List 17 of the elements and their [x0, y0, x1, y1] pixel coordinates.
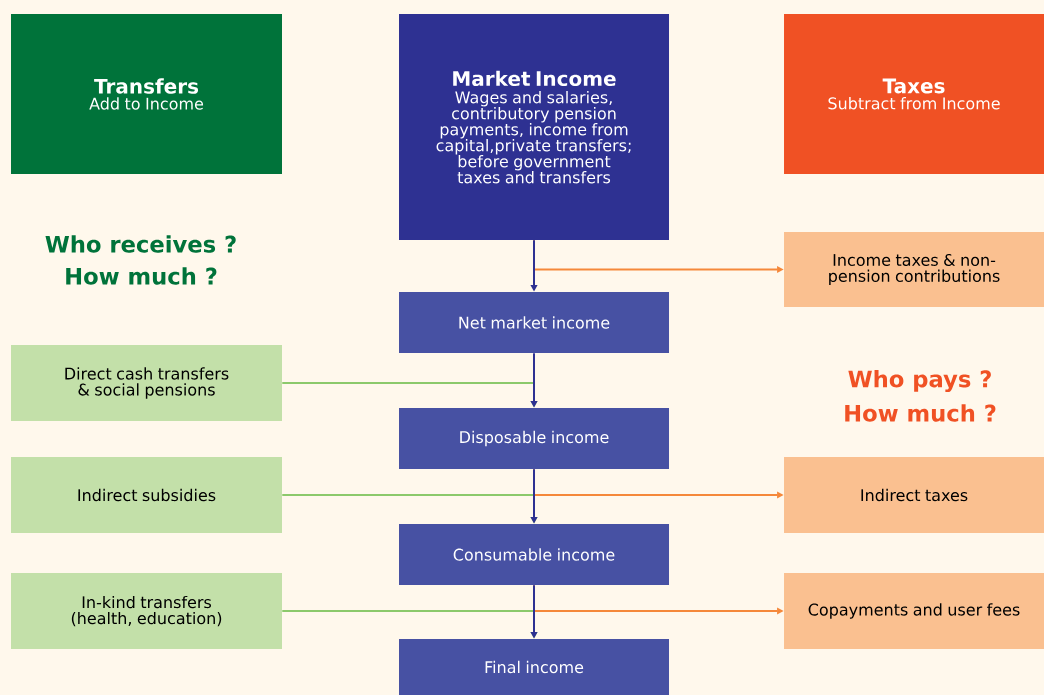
heading-box: Transfers Add to Income — [11, 14, 282, 174]
question-text: How much ? — [845, 404, 996, 422]
transfer-box: Indirect subsidies — [11, 457, 282, 533]
question-text: Who receives ? — [45, 235, 236, 253]
income-box: Net market income — [399, 292, 669, 353]
tax-box: Income taxes & non-pension contributions — [784, 232, 1044, 307]
transfer-box: In-kind transfers (health, education) — [11, 573, 282, 649]
tax-box: Indirect taxes — [784, 457, 1044, 533]
heading-box: Taxes Subtract from Income — [784, 14, 1044, 174]
transfer-box: Direct cash transfers & social pensions — [11, 345, 282, 421]
income-box: Final income — [399, 639, 669, 695]
income-box: Disposable income — [399, 408, 669, 469]
heading-box: Market Income Wages and salaries, contributory pension payments, income from capital,private transfers; before government taxes and transfers — [399, 14, 669, 240]
tax-box: Copayments and user fees — [784, 573, 1044, 649]
question-text: How much ? — [66, 267, 217, 285]
income-box: Consumable income — [399, 524, 669, 585]
question-text: Who pays ? — [848, 369, 991, 393]
